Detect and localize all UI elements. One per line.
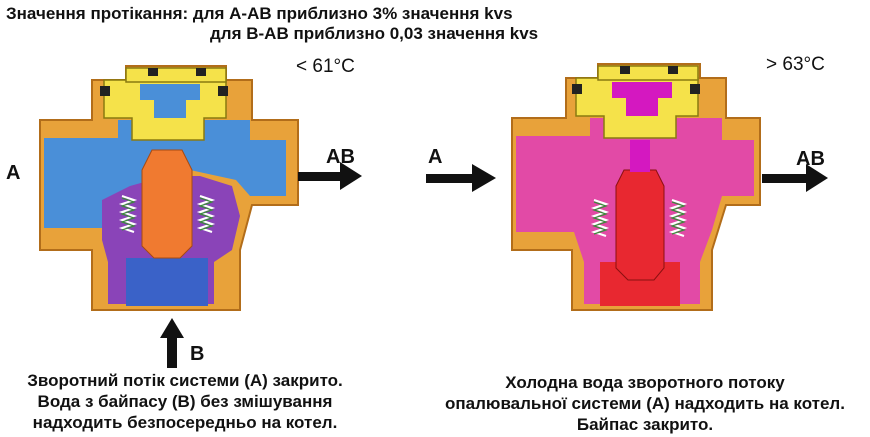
right-port-ab: AB bbox=[796, 148, 825, 170]
left-port-ab: AB bbox=[326, 146, 355, 168]
right-stem bbox=[630, 140, 650, 172]
left-seal bbox=[196, 68, 206, 76]
left-caption-line: Вода з байпасу (В) без змішування bbox=[37, 392, 333, 411]
left-seal bbox=[218, 86, 228, 96]
right-arrow-a bbox=[426, 164, 496, 192]
left-caption: Зворотний потік системи (А) закрито. Вод… bbox=[0, 370, 370, 433]
right-arrow-ab bbox=[762, 164, 828, 192]
left-caption-line: надходить безпосередньо на котел. bbox=[32, 413, 338, 432]
header-line-2: для B-AB приблизно 0,03 значення kvs bbox=[210, 24, 539, 43]
right-cap bbox=[597, 65, 699, 81]
right-thermo-element bbox=[615, 169, 665, 281]
right-valve bbox=[426, 63, 828, 311]
left-port-a: A bbox=[6, 162, 21, 184]
left-port-b: B bbox=[190, 343, 205, 365]
right-seal bbox=[620, 66, 630, 74]
right-caption: Холодна вода зворотного потоку опалюваль… bbox=[420, 372, 870, 435]
left-cap bbox=[125, 67, 227, 83]
right-seal bbox=[668, 66, 678, 74]
left-springs bbox=[118, 195, 216, 233]
left-seal bbox=[100, 86, 110, 96]
left-lower-pipe bbox=[126, 258, 208, 306]
left-seal bbox=[148, 68, 158, 76]
left-thermo-element bbox=[141, 149, 193, 259]
right-caption-line: опалювальної системи (А) надходить на ко… bbox=[445, 394, 845, 413]
left-temperature: < 61°C bbox=[296, 56, 355, 77]
header-line-1: Значення протікання: для A-AB приблизно … bbox=[6, 4, 513, 23]
right-seal bbox=[572, 84, 582, 94]
right-caption-line: Холодна вода зворотного потоку bbox=[505, 373, 785, 392]
right-bonnet-inner bbox=[612, 82, 672, 116]
left-arrow-ab bbox=[298, 162, 362, 190]
left-arrow-b bbox=[160, 318, 184, 368]
left-caption-line: Зворотний потік системи (А) закрито. bbox=[27, 371, 343, 390]
left-valve bbox=[39, 65, 362, 368]
right-port-a: A bbox=[428, 146, 443, 168]
right-caption-line: Байпас закрито. bbox=[576, 415, 714, 434]
left-bonnet-inner bbox=[140, 84, 200, 118]
right-springs bbox=[590, 199, 688, 237]
right-seal bbox=[690, 84, 700, 94]
right-temperature: > 63°C bbox=[766, 54, 825, 75]
